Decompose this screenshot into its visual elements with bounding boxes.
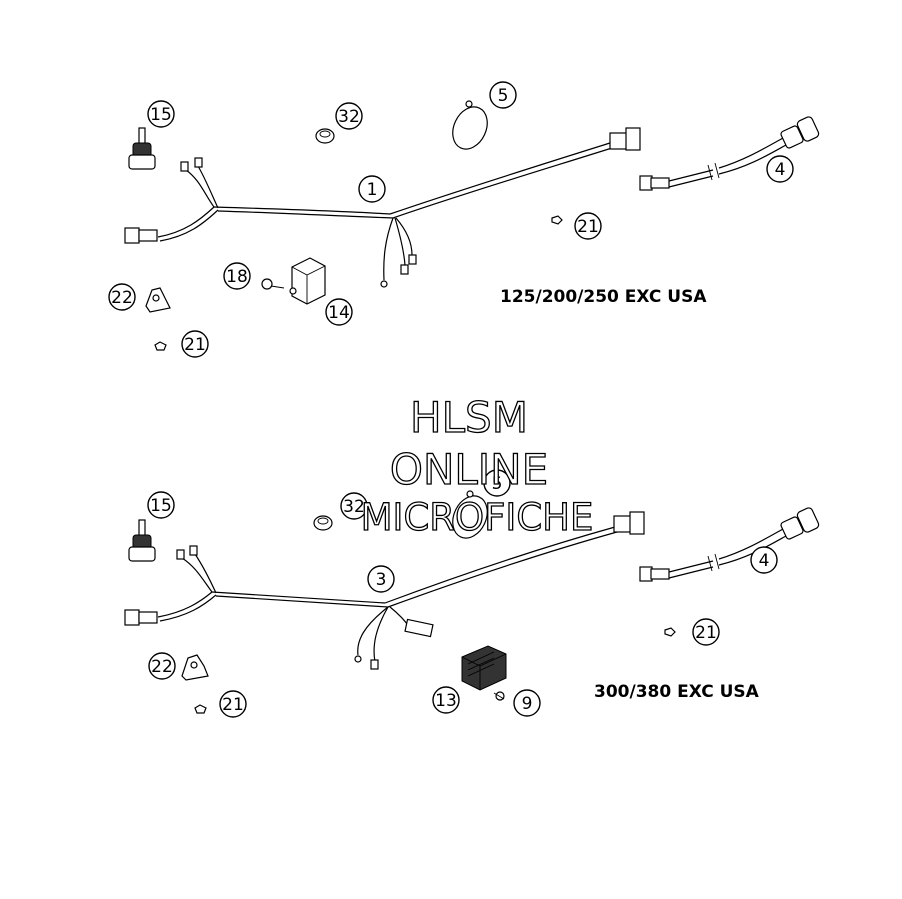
watermark: HLSM ONLINE MICROFICHE [360, 392, 594, 539]
callout-upper-4: 4 [766, 155, 794, 183]
callout-circle [489, 81, 517, 109]
callout-circle [766, 155, 794, 183]
callout-circle [147, 491, 175, 519]
callout-upper-1: 1 [358, 175, 386, 203]
callout-circle [108, 283, 136, 311]
callout-number: 1 [367, 180, 378, 200]
callout-lower-21: 21 [692, 618, 720, 646]
callout-upper-32: 32 [335, 102, 363, 130]
callout-lower-21: 21 [219, 690, 247, 718]
callout-number: 15 [150, 105, 172, 125]
callout-number: 13 [435, 691, 457, 711]
callout-circle [483, 469, 511, 497]
callout-number: 22 [111, 288, 133, 308]
callout-circle [513, 689, 541, 717]
callout-number: 5 [498, 86, 509, 106]
nut-part [154, 215, 563, 351]
callout-lower-3: 3 [367, 565, 395, 593]
callout-upper-18: 18 [223, 262, 251, 290]
callout-lower-4: 4 [750, 546, 778, 574]
callout-number: 4 [775, 160, 786, 180]
callout-circle [223, 262, 251, 290]
callout-circle [147, 100, 175, 128]
callout-circle [340, 492, 368, 520]
callout-upper-15: 15 [147, 100, 175, 128]
regulator-part [461, 645, 507, 691]
callout-upper-22: 22 [108, 283, 136, 311]
callout-lower-32: 32 [340, 492, 368, 520]
callout-circle [358, 175, 386, 203]
callout-number: 21 [222, 695, 244, 715]
callout-lower-13: 13 [432, 686, 460, 714]
bracket-part [181, 654, 209, 681]
lower-model-label: 300/380 EXC USA [594, 682, 760, 702]
callout-circle [750, 546, 778, 574]
cable-part [639, 116, 820, 191]
watermark-line-1: HLSM [410, 393, 528, 442]
cable-clip-part [452, 100, 488, 150]
callout-circle [432, 686, 460, 714]
callout-upper-5: 5 [489, 81, 517, 109]
screw-part [493, 691, 505, 701]
callout-upper-14: 14 [325, 298, 353, 326]
callout-number: 9 [522, 694, 533, 714]
upper-assembly [124, 100, 820, 351]
callout-number: 4 [759, 551, 770, 571]
lower-assembly [124, 490, 820, 714]
callout-number: 22 [151, 657, 173, 677]
upper-model-label: 125/200/250 EXC USA [500, 287, 707, 307]
callout-circle [181, 330, 209, 358]
cable-part [639, 507, 820, 582]
grommet-part [315, 128, 335, 144]
callout-circle [148, 652, 176, 680]
callout-number: 14 [328, 303, 350, 323]
callout-number: 32 [338, 107, 360, 127]
watermark-line-3: MICROFICHE [361, 496, 594, 539]
callout-number: 21 [577, 217, 599, 237]
callout-upper-21: 21 [574, 212, 602, 240]
callout-number: 21 [184, 335, 206, 355]
callout-lower-15: 15 [147, 491, 175, 519]
watermark-line-2: ONLINE [390, 445, 548, 494]
callout-lower-22: 22 [148, 652, 176, 680]
bracket-part [145, 287, 171, 313]
callout-lower-9: 9 [513, 689, 541, 717]
kill-switch-part [128, 519, 156, 562]
callout-lower-5: 5 [483, 469, 511, 497]
callout-circle [574, 212, 602, 240]
nut-part [194, 627, 676, 714]
callout-number: 3 [376, 570, 387, 590]
callout-circle [692, 618, 720, 646]
callout-circle [335, 102, 363, 130]
callout-number: 21 [695, 623, 717, 643]
wiring-harness-part [124, 511, 645, 670]
grommet-part [313, 515, 333, 531]
wiring-harness-part [124, 127, 641, 288]
callout-circle [325, 298, 353, 326]
callout-circle [367, 565, 395, 593]
callout-upper-21: 21 [181, 330, 209, 358]
callout-circle [219, 690, 247, 718]
screw-part [261, 278, 285, 290]
kill-switch-part [128, 127, 156, 170]
callout-number: 18 [226, 267, 248, 287]
cable-clip-part [452, 490, 488, 539]
relay-part [289, 257, 326, 305]
callout-number: 15 [150, 496, 172, 516]
callout-number: 32 [343, 497, 365, 517]
callout-number: 5 [492, 474, 503, 494]
